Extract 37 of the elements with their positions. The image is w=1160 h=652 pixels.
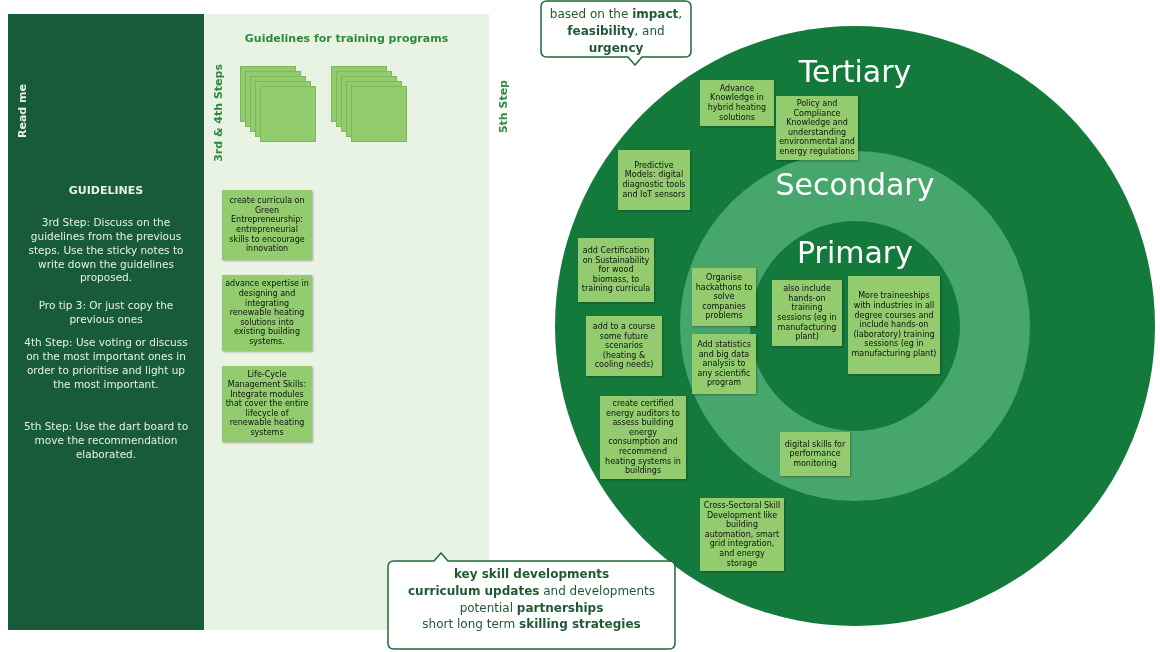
sticky-note: Advance Knowledge in hybrid heating solutions — [700, 80, 774, 126]
sticky-note: Add statistics and big data analysis to any scientific program — [692, 334, 756, 394]
panel-heading: Guidelines for training programs — [243, 32, 450, 45]
sticky-note: create curricula on Green Entrepreneurship: entrepreneurial skills to encourage innovation — [222, 190, 312, 260]
instruction-text: 5th Step: Use the dart board to move the recommendation elaborated. — [22, 420, 190, 462]
instruction-text: 4th Step: Use voting or discuss on the most important ones in order to prioritise and light up the most important. — [23, 336, 189, 392]
sticky-note: More traineeships with industries in all degree courses and include hands-on (laboratory) training sessions (eg in manufacturing plant) — [848, 276, 940, 374]
sticky-note: Predictive Models: digital diagnostic tools and IoT sensors — [618, 150, 690, 210]
callout-text: short long term skilling strategies — [421, 616, 642, 634]
ring-label: Secondary — [775, 167, 935, 202]
column-heading: 5th Step — [497, 80, 510, 134]
guidelines-heading: GUIDELINES — [67, 184, 145, 197]
instruction-text: Pro tip 3: Or just copy the previous ones — [37, 299, 175, 327]
sticky-note: advance expertise in designing and integrating renewable heating solutions into existing building systems. — [222, 275, 312, 351]
sticky-note-stack — [240, 66, 316, 142]
sticky-note-stack — [331, 66, 407, 142]
callout-text: key skill developments — [452, 566, 611, 583]
sticky-note: digital skills for performance monitoring — [780, 432, 850, 476]
panel-title: Read me — [16, 84, 29, 138]
ring-label: Tertiary — [798, 54, 912, 89]
sticky-note: add to a course some future scenarios (heating & cooling needs) — [586, 316, 662, 376]
column-heading: 3rd & 4th Steps — [212, 64, 225, 162]
speech-bubble — [387, 552, 676, 650]
callout-text: potential partnerships — [458, 599, 605, 617]
sticky-note: add Certification on Sustainability for wood biomass, to training curricula — [578, 238, 654, 302]
ring-label: Primary — [797, 235, 913, 270]
instructions-panel — [8, 14, 204, 630]
sticky-note: create certified energy auditors to assess building energy consumption and recommend heating systems in buildings — [600, 396, 686, 479]
sticky-note: Policy and Compliance Knowledge and understanding environmental and energy regulations — [776, 96, 858, 160]
callout-text: curriculum updates and developments — [406, 582, 657, 600]
callout-text: based on the impact, feasibility, and urgency — [548, 6, 684, 57]
instruction-text: 3rd Step: Discuss on the guidelines from the previous steps. Use the sticky notes to write down the guidelines proposed. — [27, 216, 185, 286]
sticky-note: Life-Cycle Management Skills: Integrate modules that cover the entire lifecycle of renewable heating systems — [222, 366, 312, 442]
sticky-note: Cross-Sectoral Skill Development like building automation, smart grid integration, and energy storage — [700, 498, 784, 572]
speech-bubble — [540, 0, 692, 66]
sticky-note: Organise hackathons to solve companies problems — [692, 268, 756, 326]
sticky-note: also include hands-on training sessions (eg in manufacturing plant) — [772, 280, 842, 346]
